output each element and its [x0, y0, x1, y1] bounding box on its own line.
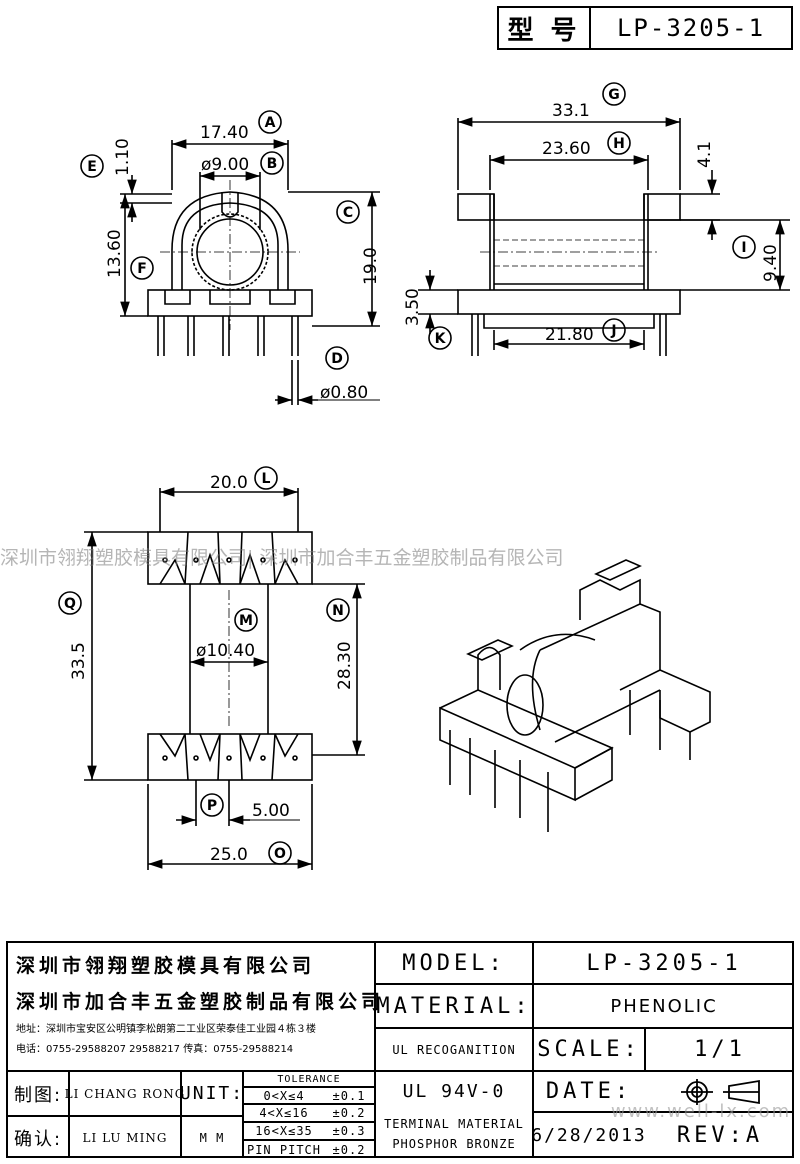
balloon-g: G	[608, 87, 620, 103]
dim-41-text: 4.1	[695, 141, 715, 168]
projection-icon	[681, 1078, 760, 1105]
header-model: LP-3205-1	[616, 14, 766, 42]
scale-label: SCALE:	[537, 1037, 641, 1062]
balloon-h: H	[613, 136, 625, 152]
dim-p-text: 5.00	[252, 801, 290, 821]
dim-l-text: 20.0	[210, 473, 248, 493]
material-label: MATERIAL:	[376, 993, 532, 1019]
tol-range-0: 0<X≤4	[263, 1088, 305, 1103]
site-watermark: www.well-lx.com	[610, 1100, 792, 1122]
tol-range-3: PIN PITCH	[246, 1142, 322, 1157]
ul-value: UL 94V-0	[402, 1081, 506, 1102]
dim-k-text: 3.50	[403, 288, 423, 326]
balloon-m: M	[239, 613, 253, 629]
company-name-1: 深圳市翎翔塑胶模具有限公司	[16, 954, 316, 977]
watermark: 深圳市翎翔塑胶模具有限公司| 深圳市加合丰五金塑胶制品有限公司	[0, 547, 564, 569]
balloon-j: J	[610, 323, 616, 339]
isometric-view	[439, 559, 711, 832]
balloon-q: Q	[64, 596, 76, 612]
dim-i-text: 9.40	[761, 244, 781, 282]
check-label: 确认:	[13, 1128, 63, 1150]
tolerance-title: TOLERANCE	[277, 1073, 341, 1085]
ul-label: UL RECOGANITION	[392, 1042, 516, 1057]
balloon-c: C	[343, 205, 353, 221]
unit-label: UNIT:	[179, 1083, 245, 1104]
drawn-name: LI CHANG RONG	[64, 1086, 186, 1101]
dim-f-text: 13.60	[105, 229, 125, 278]
balloon-d: D	[331, 351, 343, 367]
balloon-o: O	[274, 846, 286, 862]
date-label: DATE:	[545, 1079, 633, 1104]
material-value: PHENOLIC	[610, 995, 718, 1017]
balloon-f: F	[137, 261, 147, 277]
balloon-k: K	[435, 331, 447, 347]
projection-symbol	[646, 1072, 794, 1111]
dim-j-text: 21.80	[545, 325, 594, 345]
revision: REV:A	[676, 1123, 764, 1148]
balloon-l: L	[262, 471, 271, 487]
dim-d-text: ø0.80	[320, 383, 368, 403]
dim-q-text: 33.5	[69, 642, 89, 680]
tol-value-3: ±0.2	[332, 1142, 366, 1157]
bottom-view	[84, 487, 365, 870]
title-block: 深圳市翎翔塑胶模具有限公司 深圳市加合丰五金塑胶制品有限公司 地址：深圳市宝安区…	[6, 941, 794, 1158]
dim-a-text: 17.40	[200, 123, 249, 143]
balloon-e: E	[87, 159, 97, 175]
model-label: MODEL:	[402, 950, 506, 976]
balloon-i: I	[741, 240, 746, 256]
side-view	[418, 117, 790, 356]
scale-value: 1/1	[694, 1037, 746, 1062]
header-box: 型 号 LP-3205-1	[497, 6, 793, 50]
tol-value-0: ±0.1	[332, 1088, 366, 1103]
dim-h-text: 23.60	[542, 139, 591, 159]
dim-b-text: ø9.00	[201, 155, 249, 175]
tol-range-2: 16<X≤35	[255, 1124, 313, 1138]
company-name-2: 深圳市加合丰五金塑胶制品有限公司	[16, 990, 385, 1013]
dim-m-text: ø10.40	[196, 641, 255, 661]
balloon-n: N	[332, 603, 344, 619]
model-value: LP-3205-1	[586, 950, 742, 976]
tol-value-2: ±0.3	[332, 1124, 366, 1138]
terminal-material: TERMINAL MATERIAL	[384, 1117, 524, 1131]
dim-c-text: 19.0	[361, 247, 381, 285]
unit-value: M M	[199, 1130, 225, 1145]
drawn-label: 制图:	[13, 1084, 63, 1106]
terminal-material-value: PHOSPHOR BRONZE	[392, 1137, 516, 1151]
dim-g-text: 33.1	[552, 101, 590, 121]
balloon-group	[58, 82, 756, 865]
header-label: 型 号	[499, 8, 591, 48]
balloon-p: P	[207, 798, 217, 814]
tol-range-1: 4<X≤16	[259, 1106, 309, 1120]
balloon-b: B	[267, 156, 278, 172]
company-phone: 电话：0755-29588207 29588217 传真：0755-295882…	[16, 1043, 294, 1055]
dim-e-text: 1.10	[113, 138, 133, 176]
front-view	[120, 139, 380, 405]
company-address: 地址：深圳市宝安区公明镇李松朗第二工业区荣泰佳工业园４栋３楼	[16, 1023, 316, 1035]
dim-o-text: 25.0	[210, 845, 248, 865]
balloon-a: A	[265, 115, 276, 131]
dim-n-text: 28.30	[335, 641, 355, 690]
date-value: 6/28/2013	[531, 1125, 647, 1146]
check-name: LI LU MING	[82, 1130, 168, 1145]
tol-value-1: ±0.2	[332, 1106, 366, 1120]
technical-drawing: A B C D E F G H I J K L M N O P Q 17.40 …	[58, 82, 790, 870]
